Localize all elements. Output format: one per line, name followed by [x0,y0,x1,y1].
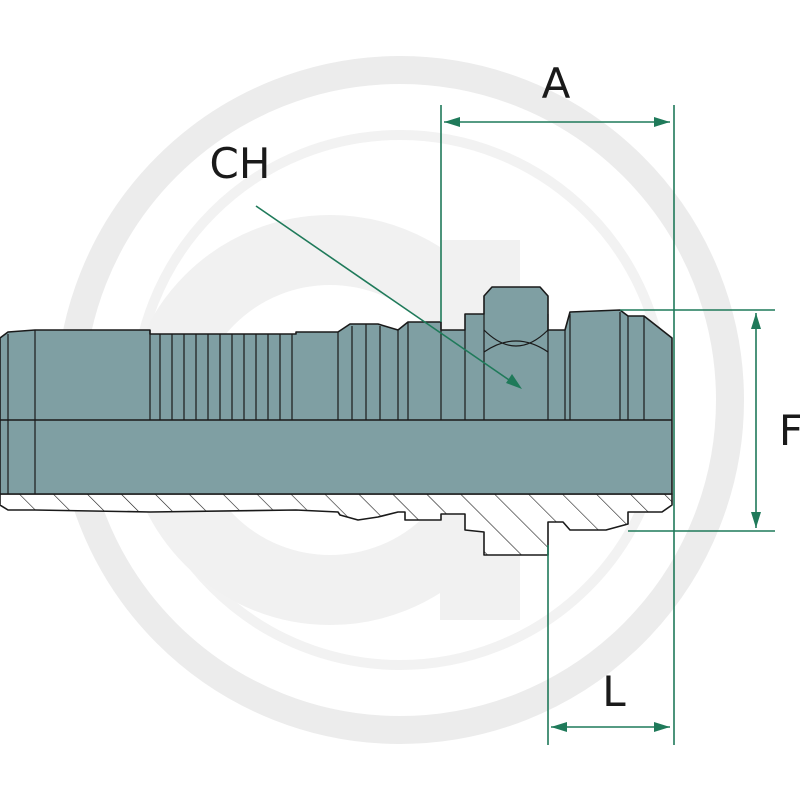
fitting-body [0,286,673,495]
hose-barbs [149,330,293,420]
hose-tail-details [7,330,36,494]
collar-details [337,322,466,420]
thread-end-details [564,312,645,420]
dimension-f: F [620,309,800,532]
label-ch: CH [210,139,271,188]
label-l: L [602,667,626,716]
label-f: F [779,406,800,455]
section-cut-hatch [0,493,673,556]
label-a: A [542,59,571,108]
dimension-a: A [440,59,675,745]
dimension-ch: CH [210,139,522,389]
dimension-l: L [547,545,670,745]
hex-nut [483,314,549,420]
